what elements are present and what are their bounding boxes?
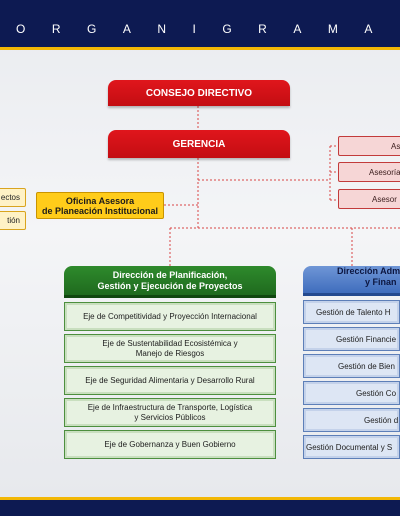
header-bar: ORGANIGRAMA bbox=[0, 0, 400, 50]
eje-item-1-line1: Eje de Competitividad y Proyección Inter… bbox=[83, 311, 257, 321]
eje-item-1: Eje de Competitividad y Proyección Inter… bbox=[64, 302, 276, 331]
gestion-item-4: Gestión Co bbox=[303, 381, 400, 405]
gestion-item-2: Gestión Financie bbox=[303, 327, 400, 351]
asesoria-box-1: Ase bbox=[338, 136, 400, 156]
oficina-asesora-line2: de Planeación Institucional bbox=[41, 205, 159, 216]
left-label-2: tión bbox=[7, 216, 20, 225]
left-box-2: tión bbox=[0, 211, 26, 230]
planificacion-title-line1: Dirección de Planificación, bbox=[112, 269, 228, 280]
asesoria-label-3: Asesor bbox=[372, 194, 397, 204]
administrativa-title-line1: Dirección Adm bbox=[337, 266, 400, 276]
administrativa-title-line2: y Finan bbox=[365, 277, 397, 287]
eje-item-5: Eje de Gobernanza y Buen Gobierno bbox=[64, 430, 276, 459]
eje-item-4-line2: y Servicios Públicos bbox=[134, 412, 206, 422]
gestion-label-4: Gestión Co bbox=[356, 388, 397, 398]
eje-item-2-line2: Manejo de Riesgos bbox=[135, 348, 205, 358]
gestion-label-1: Gestión de Talento H bbox=[316, 307, 391, 317]
consejo-directivo-box: CONSEJO DIRECTIVO bbox=[108, 80, 290, 106]
gestion-item-6: Gestión Documental y S bbox=[303, 435, 400, 459]
asesoria-label-2: Asesoría bbox=[369, 167, 400, 177]
asesoria-label-1: Ase bbox=[391, 141, 400, 151]
gerencia-label: GERENCIA bbox=[172, 138, 226, 150]
gestion-item-1: Gestión de Talento H bbox=[303, 300, 400, 324]
planificacion-header: Dirección de Planificación, Gestión y Ej… bbox=[64, 266, 276, 298]
footer-bar bbox=[0, 497, 400, 516]
consejo-directivo-label: CONSEJO DIRECTIVO bbox=[145, 87, 253, 99]
eje-item-3: Eje de Seguridad Alimentaria y Desarroll… bbox=[64, 366, 276, 395]
eje-item-3-line1: Eje de Seguridad Alimentaria y Desarroll… bbox=[85, 375, 255, 385]
eje-item-2: Eje de Sustentabilidad Ecosistémica y Ma… bbox=[64, 334, 276, 363]
left-label-1: ectos bbox=[0, 193, 20, 202]
gestion-item-5: Gestión d bbox=[303, 408, 400, 432]
eje-item-5-line1: Eje de Gobernanza y Buen Gobierno bbox=[104, 439, 236, 449]
eje-item-2-line1: Eje de Sustentabilidad Ecosistémica y bbox=[102, 338, 238, 348]
oficina-asesora-line1: Oficina Asesora bbox=[65, 195, 135, 206]
gestion-label-2: Gestión Financie bbox=[336, 334, 397, 344]
gestion-item-3: Gestión de Bien bbox=[303, 354, 400, 378]
page-title: ORGANIGRAMA bbox=[16, 22, 399, 36]
asesoria-box-3: Asesor bbox=[338, 189, 400, 209]
eje-item-4-line1: Eje de Infraestructura de Transporte, Lo… bbox=[87, 402, 253, 412]
asesoria-box-2: Asesoría bbox=[338, 162, 400, 182]
planificacion-title-line2: Gestión y Ejecución de Proyectos bbox=[97, 280, 243, 291]
left-box-1: ectos bbox=[0, 188, 26, 207]
administrativa-header: Dirección Adm y Finan bbox=[303, 266, 400, 296]
gerencia-box: GERENCIA bbox=[108, 130, 290, 158]
eje-item-4: Eje de Infraestructura de Transporte, Lo… bbox=[64, 398, 276, 427]
gestion-label-5: Gestión d bbox=[364, 415, 399, 425]
gestion-label-6: Gestión Documental y S bbox=[306, 442, 393, 452]
oficina-asesora-box: Oficina Asesora de Planeación Institucio… bbox=[36, 192, 164, 219]
gestion-label-3: Gestión de Bien bbox=[338, 361, 395, 371]
